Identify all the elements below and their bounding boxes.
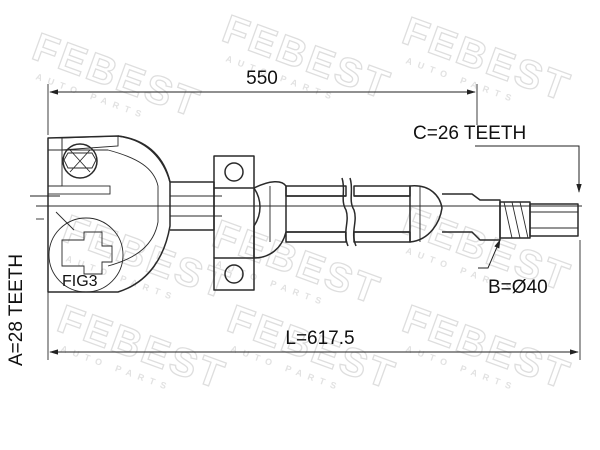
dimension-550: 550 — [47, 68, 478, 135]
watermark-brand: FEBEST — [57, 207, 237, 308]
splined-stub — [442, 193, 579, 241]
watermark-brand: FEBEST — [207, 212, 387, 313]
watermark-brand: FEBEST — [27, 25, 207, 126]
teeth-c-label: C=26 TEETH — [413, 123, 526, 144]
dimension-total-length: L=617.5 — [47, 240, 581, 360]
outer-cv-joint: FIG3 — [47, 135, 171, 293]
watermark-logo: FEBEST AUTO PARTS — [206, 211, 388, 314]
watermark-logo: FEBEST AUTO PARTS — [216, 6, 398, 109]
fig3-circle — [48, 217, 124, 293]
watermark-brand: FEBEST — [217, 7, 397, 108]
fig3-label: FIG3 — [62, 273, 98, 290]
watermark-brand: FEBEST — [52, 297, 232, 398]
watermark-logo: FEBEST AUTO PARTS — [221, 296, 403, 399]
watermark-logo: FEBEST AUTO PARTS — [396, 296, 578, 399]
dimension-c-teeth: C=26 TEETH — [413, 123, 582, 193]
watermark-brand: FEBEST — [397, 297, 577, 398]
dimension-a-teeth: A=28 TEETH — [6, 195, 60, 366]
watermark-logo: FEBEST AUTO PARTS — [396, 8, 578, 111]
watermark-logo: FEBEST AUTO PARTS — [26, 24, 208, 127]
diameter-b-label: B=Ø40 — [488, 277, 548, 298]
watermark-logo: FEBEST AUTO PARTS — [396, 198, 578, 301]
dimension-550-label: 550 — [246, 68, 278, 89]
teeth-a-label: A=28 TEETH — [6, 254, 27, 366]
dimension-b-diameter: B=Ø40 — [478, 239, 548, 298]
watermark-logo: FEBEST AUTO PARTS — [51, 296, 233, 399]
watermark-brand: FEBEST — [397, 9, 577, 110]
main-shaft — [253, 177, 443, 259]
total-length-label: L=617.5 — [285, 328, 354, 349]
